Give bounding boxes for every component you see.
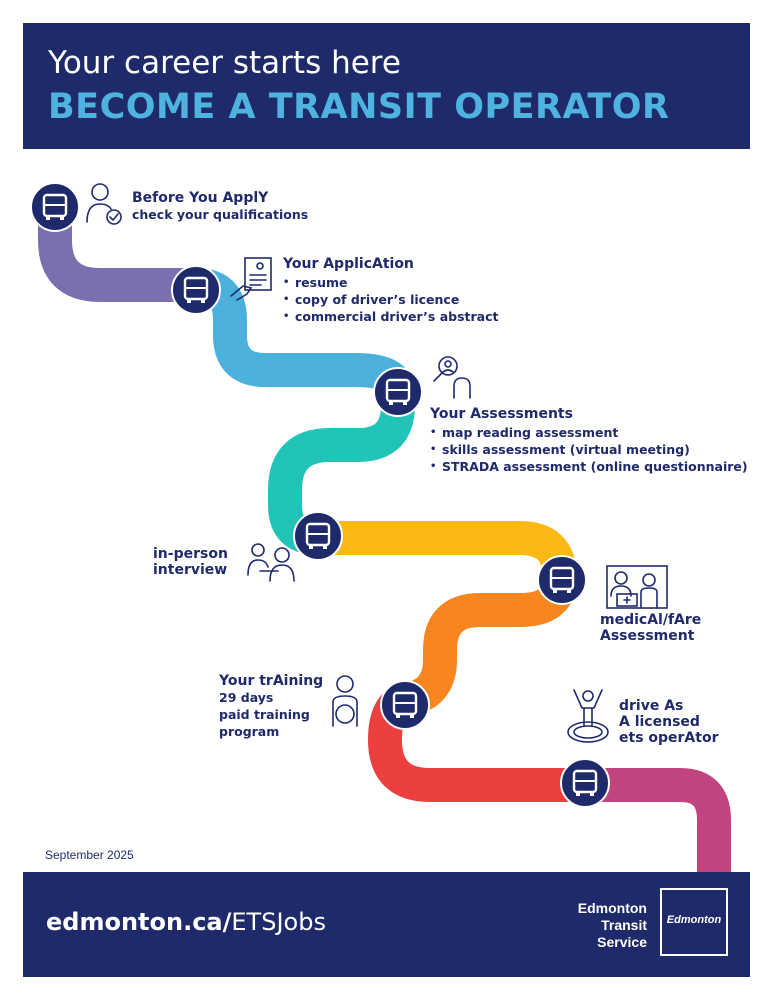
step-title-line2: Assessment <box>600 628 695 644</box>
bus-icon <box>30 182 80 232</box>
list-item: copy of driver’s licence <box>283 291 499 308</box>
step-line: program <box>219 724 280 739</box>
list-item: STRADA assessment (online questionnaire) <box>430 458 748 475</box>
bus-icon <box>171 265 221 315</box>
interview-icon <box>247 543 295 582</box>
step-medical: medicAl/fAre Assessment <box>600 612 701 644</box>
steering-person-icon <box>332 675 358 727</box>
medical-exam-icon <box>606 565 668 609</box>
step-drive: drive As A licensed ets operAtor <box>619 698 718 746</box>
step-assessments: Your Assessments map reading assessment … <box>430 406 748 475</box>
step-title-line2: A licensed <box>619 714 700 730</box>
bus-icon <box>537 555 587 605</box>
step-title: Your ApplicAtion <box>283 256 414 272</box>
list-item: resume <box>283 274 499 291</box>
step-title: medicAl/fAre <box>600 612 702 628</box>
magnifier-person-icon <box>433 356 471 399</box>
edmonton-logo: Edmonton <box>660 888 728 956</box>
step-application: Your ApplicAtion resume copy of driver’s… <box>283 256 499 325</box>
step-line: paid training <box>219 707 310 722</box>
ets-line: Service <box>597 934 647 950</box>
ets-name: Edmonton Transit Service <box>578 900 647 951</box>
bus-stops <box>30 182 610 808</box>
url-domain: edmonton.ca/ <box>46 908 232 936</box>
publish-date: September 2025 <box>45 848 134 862</box>
step-line: 29 days <box>219 690 274 705</box>
person-check-icon <box>86 183 122 225</box>
step-title: Before You ApplY <box>132 190 269 206</box>
road-segment-5 <box>401 576 577 717</box>
road-segment-4 <box>318 521 577 579</box>
step-before-you-apply: Before You ApplY check your qualificatio… <box>132 190 308 223</box>
url-path: ETSJobs <box>231 908 326 936</box>
bus-icon <box>380 680 430 730</box>
jobs-link[interactable]: edmonton.ca/ETSJobs <box>46 908 326 936</box>
ets-line: Edmonton <box>577 900 647 916</box>
footer-banner: edmonton.ca/ETSJobs Edmonton Transit Ser… <box>23 872 750 977</box>
header-subtitle: Your career starts here <box>48 45 401 81</box>
list-item: commercial driver’s abstract <box>283 308 499 325</box>
list-item: skills assessment (virtual meeting) <box>430 441 748 458</box>
step-interview: in-person interview <box>153 546 228 578</box>
logo-text: Edmonton <box>666 914 722 926</box>
bus-icon <box>560 758 610 808</box>
road-segment-7 <box>585 768 731 872</box>
celebrating-driver-icon <box>567 689 609 743</box>
step-training: Your trAining 29 days paid training prog… <box>219 673 323 740</box>
ets-line: Transit <box>601 917 647 933</box>
step-title-line2: interview <box>153 562 228 578</box>
step-text: check your qualifications <box>132 207 309 222</box>
bus-icon <box>293 511 343 561</box>
road-segment-3 <box>268 392 415 555</box>
bus-icon <box>373 367 423 417</box>
step-title: Your Assessments <box>430 406 573 422</box>
header-title: BECOME A TRANSIT OPERATOR <box>48 87 670 127</box>
road-segment-1 <box>38 207 196 302</box>
header-banner: Your career starts here BECOME A TRANSIT… <box>23 23 750 149</box>
step-title: drive As <box>619 698 684 714</box>
step-title: in-person <box>153 546 228 562</box>
step-title-line3: ets operAtor <box>619 730 719 746</box>
step-title: Your trAining <box>219 673 324 689</box>
list-item: map reading assessment <box>430 424 748 441</box>
document-hand-icon <box>230 257 272 301</box>
